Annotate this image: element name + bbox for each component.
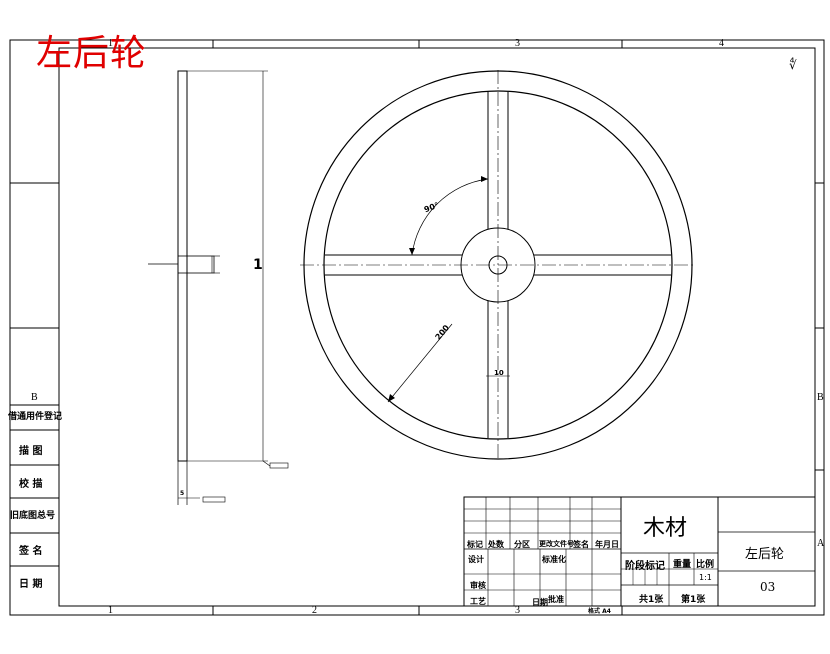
tb-review: 审核 [470, 581, 486, 590]
tb-approve: 批准 [548, 595, 564, 604]
zone-left-B: B [31, 392, 38, 403]
tb-format: 格式 A4 [588, 608, 611, 615]
outer-frame [9, 39, 825, 616]
tb-date: 日期 [532, 598, 548, 607]
spoke-width-dimension: 10 [494, 369, 504, 377]
inner-frame [58, 47, 816, 607]
side-width-dimension: 5 [180, 490, 185, 497]
title-block [463, 496, 816, 607]
zone-top-1: 1 [108, 38, 113, 49]
side-view [148, 70, 289, 505]
registry-label-borrowed: 借通用件登记 [8, 412, 63, 422]
left-registry-column [10, 404, 59, 567]
scale-value: 1:1 [699, 573, 712, 582]
sheets-total: 共1张 [639, 595, 664, 605]
zone-right-A: A [817, 538, 825, 549]
drawing-number: 03 [760, 580, 776, 594]
tb-header-mark: 标记 [467, 540, 483, 549]
weight-label: 重量 [673, 560, 692, 570]
zone-bottom-2: 2 [312, 605, 317, 616]
tb-header-sign: 签名 [573, 540, 589, 549]
zone-top-3: 3 [515, 38, 520, 49]
surface-finish-mark: ∜ [789, 58, 797, 72]
zone-bottom-1: 1 [108, 605, 113, 616]
sheet-number: 第1张 [681, 595, 706, 605]
tb-header-change-doc: 更改文件号 [539, 540, 574, 548]
side-height-tag: 1 [253, 257, 263, 273]
registry-label-sign: 签 名 [19, 546, 43, 557]
tb-header-zone: 分区 [514, 540, 530, 549]
scale-label: 比例 [696, 560, 715, 570]
tb-header-count: 处数 [488, 540, 504, 549]
tb-header-date: 年月日 [595, 540, 619, 549]
part-name: 左后轮 [745, 547, 785, 562]
registry-label-date: 日 期 [19, 579, 43, 590]
registry-label-check: 校 描 [19, 479, 43, 490]
zone-bottom-3: 3 [515, 605, 520, 616]
zone-top-4: 4 [719, 38, 724, 49]
material-label: 木材 [643, 516, 688, 541]
registry-label-old-no: 旧底图总号 [10, 511, 56, 521]
tb-process: 工艺 [470, 597, 486, 606]
zone-right-B: B [817, 392, 824, 403]
front-view-wheel [300, 70, 696, 460]
registry-label-trace: 描 图 [19, 446, 43, 457]
red-part-title: 左后轮 [36, 33, 148, 74]
tb-standard: 标准化 [542, 555, 566, 564]
tb-design: 设计 [468, 555, 484, 564]
stage-mark-label: 阶段标记 [625, 561, 665, 572]
